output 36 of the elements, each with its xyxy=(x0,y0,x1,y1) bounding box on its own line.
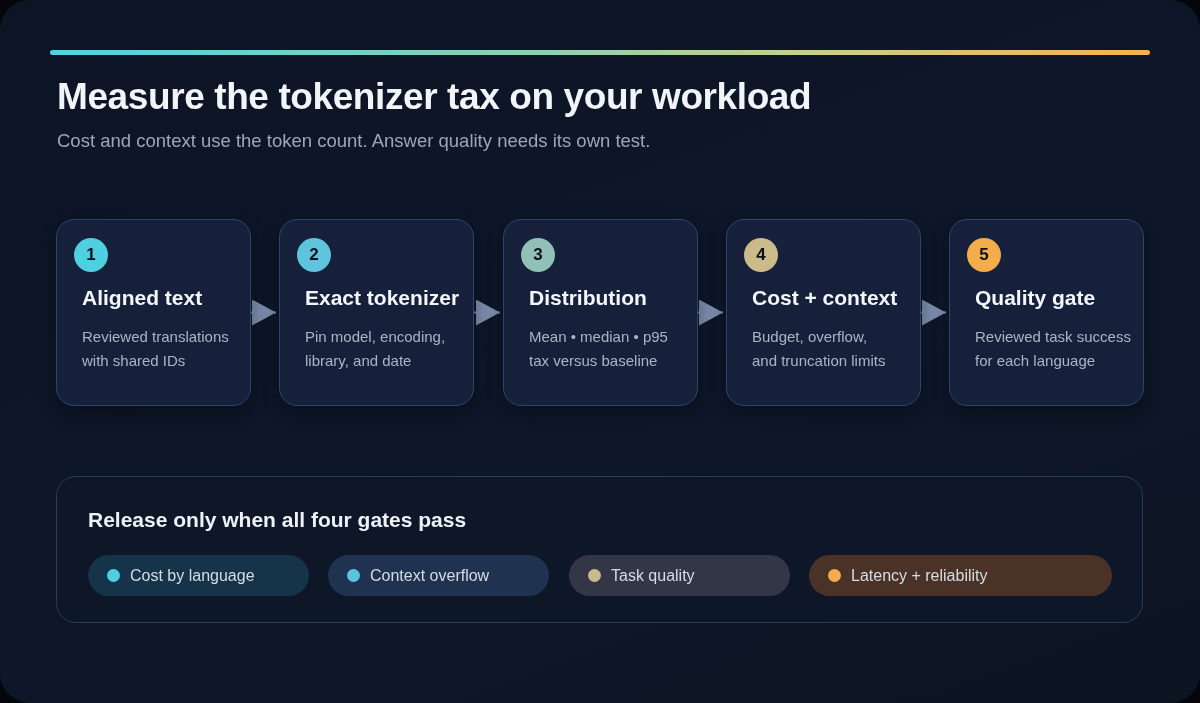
step-number: 4 xyxy=(744,238,778,272)
flow-arrow xyxy=(250,299,277,326)
step-heading: Quality gate xyxy=(975,286,1096,310)
diagram-title: Measure the tokenizer tax on your workload xyxy=(57,76,812,118)
step-card xyxy=(949,219,1144,406)
gate-label: Task quality xyxy=(611,566,695,585)
gate-pill xyxy=(569,555,790,596)
panel-heading: Release only when all four gates pass xyxy=(88,508,467,532)
step-heading: Distribution xyxy=(529,286,647,310)
step-description: Budget, overflow, and truncation limits xyxy=(752,327,887,371)
step-number: 3 xyxy=(521,238,555,272)
flow-arrow xyxy=(473,299,501,326)
step-number: 1 xyxy=(74,238,108,272)
subtitle: Cost and context use the token count. Answer quality needs its own test. xyxy=(57,130,651,152)
gate-panel xyxy=(56,476,1143,623)
step-description: Reviewed task success for each language xyxy=(975,327,1132,371)
flow-arrow xyxy=(920,299,947,326)
step-heading: Cost + context xyxy=(752,286,898,310)
step-card xyxy=(56,219,251,406)
step-description: Pin model, encoding, library, and date xyxy=(305,327,447,371)
step-card xyxy=(279,219,474,406)
gate-pill xyxy=(328,555,549,596)
step-description: Mean • median • p95 tax versus baseline xyxy=(529,327,669,371)
gate-label: Context overflow xyxy=(370,566,490,585)
step-card xyxy=(726,219,921,406)
step-number: 5 xyxy=(967,238,1001,272)
flow-arrow xyxy=(697,299,724,326)
step-card xyxy=(503,219,698,406)
gate-label: Cost by language xyxy=(130,566,255,585)
step-heading: Exact tokenizer xyxy=(305,286,460,310)
step-description: Reviewed translations with shared IDs xyxy=(82,327,230,371)
gate-pill xyxy=(809,555,1112,596)
step-heading: Aligned text xyxy=(82,286,203,310)
step-number: 2 xyxy=(297,238,331,272)
gate-pill xyxy=(88,555,309,596)
gate-label: Latency + reliability xyxy=(851,566,988,585)
